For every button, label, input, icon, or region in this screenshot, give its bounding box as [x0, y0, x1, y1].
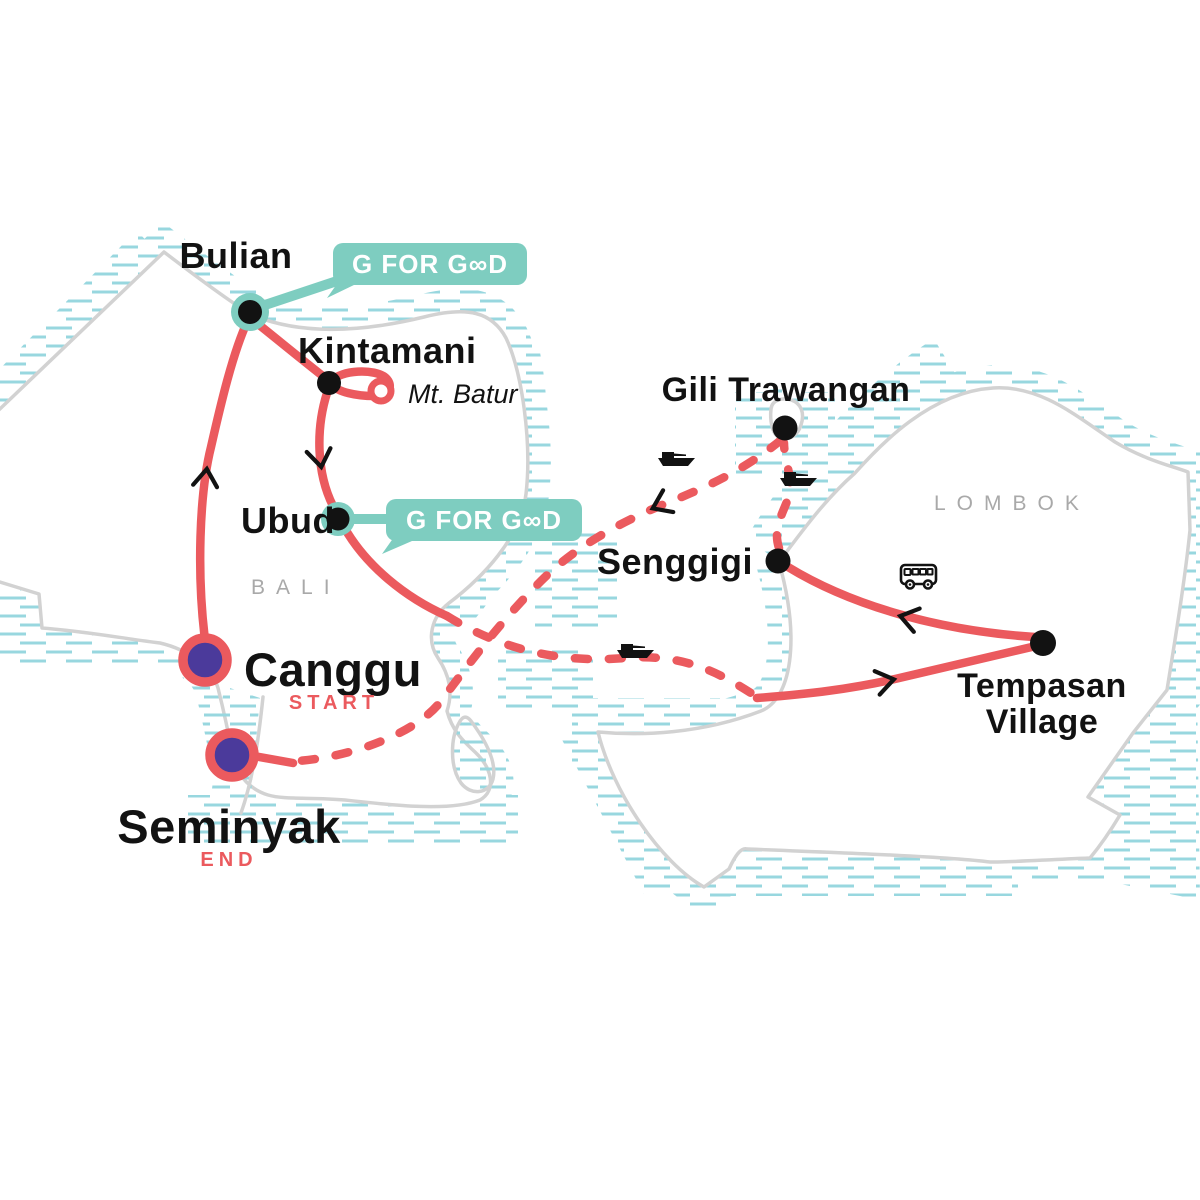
label-seminyak: Seminyak [117, 800, 341, 853]
label-canggu: Canggu [244, 643, 422, 696]
stop-markers [178, 293, 1056, 782]
boat-icon [780, 472, 817, 486]
bus-icon [899, 563, 938, 590]
label-mt-batur: Mt. Batur [408, 379, 519, 409]
g-for-good-badge-bulian: G FOR G∞D [248, 243, 527, 314]
region-label-lombok: LOMBOK [934, 492, 1090, 515]
badge-tail [382, 537, 412, 554]
region-label-bali: BALI [251, 576, 341, 599]
label-tempasan-line2: Village [986, 703, 1099, 741]
start-marker-canggu [178, 633, 232, 687]
open-ring-mt-batur [367, 377, 395, 405]
stop-dot-gili-trawangan [772, 415, 798, 441]
badge-label: G FOR G∞D [352, 249, 508, 279]
label-start-tag: START [289, 692, 379, 714]
route-ferry-gili-seminyak [292, 435, 786, 766]
badge-label: G FOR G∞D [406, 505, 562, 535]
route-direction-arrows [191, 446, 922, 697]
stop-dot-kintamani [317, 371, 341, 395]
stop-dot-ubud [321, 502, 355, 536]
end-marker-seminyak [205, 728, 259, 782]
label-ubud: Ubud [241, 500, 335, 541]
boat-icon [658, 452, 695, 466]
route-canggu-bulian [195, 315, 253, 645]
direction-chevron-icon [896, 606, 922, 634]
direction-chevron-icon [304, 446, 333, 471]
boat-icon [617, 644, 654, 658]
stop-dot-tempasan [1030, 630, 1056, 656]
label-senggigi: Senggigi [597, 541, 753, 582]
stop-dot-bulian [231, 293, 269, 331]
transport-icons [617, 452, 938, 658]
direction-chevron-icon [872, 669, 898, 697]
label-tempasan-line1: Tempasan [957, 667, 1127, 705]
stop-dot-senggigi [765, 548, 791, 574]
badge-tail [327, 281, 356, 298]
direction-chevron-icon [649, 488, 676, 515]
label-bulian: Bulian [179, 235, 292, 276]
label-end-tag: END [200, 849, 257, 871]
lagoon-outline [450, 715, 496, 794]
route-ubud-coast [339, 522, 452, 621]
lombok-island [596, 386, 1192, 889]
badge-connector-line [248, 274, 348, 314]
g-for-good-badge-ubud: G FOR G∞D [337, 499, 582, 554]
label-kintamani: Kintamani [298, 330, 477, 371]
route-kintamani-ubud [315, 388, 338, 511]
label-gili-trawangan: Gili Trawangan [662, 371, 911, 409]
direction-chevron-icon [191, 465, 220, 490]
route-ferry-ubud-lombok [442, 611, 762, 702]
stop-labels: Bulian Kintamani Mt. Batur Ubud Canggu S… [117, 235, 1127, 871]
